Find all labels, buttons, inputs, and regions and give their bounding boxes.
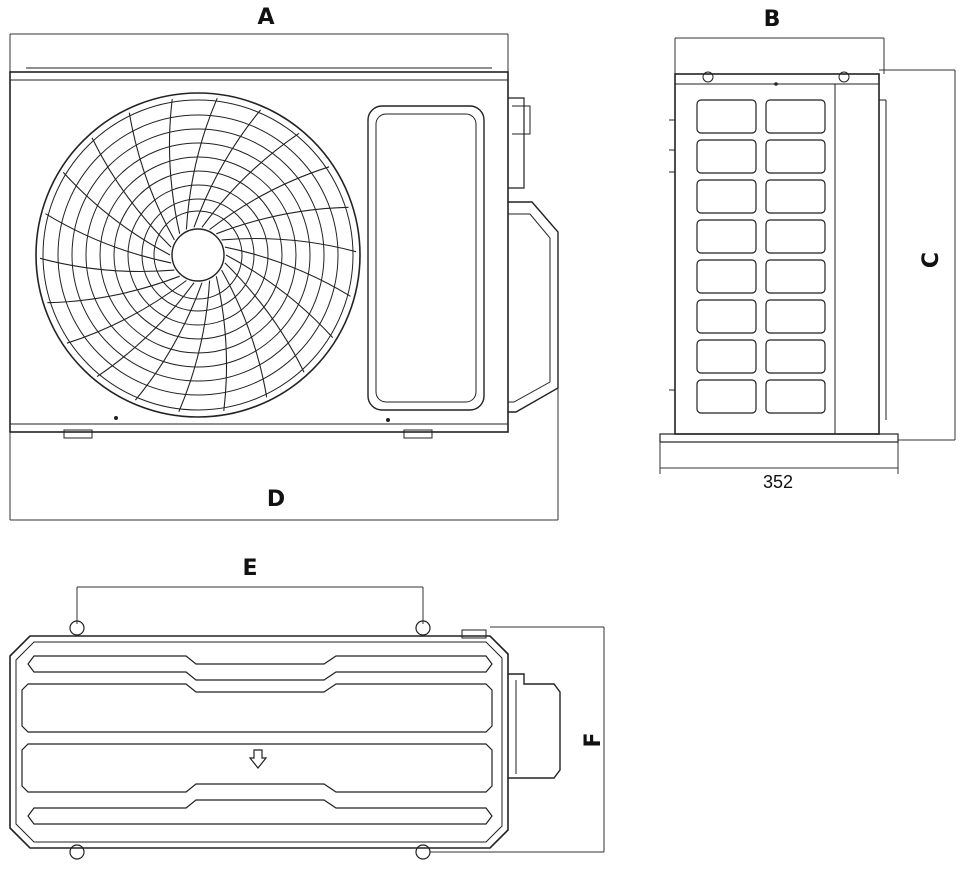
valve-bracket (508, 97, 525, 189)
dimension-value-depth: 352 (763, 472, 793, 492)
top-lug-rear-left (69, 620, 85, 636)
front-view: A (9, 5, 559, 521)
side-grille-cell (765, 299, 826, 334)
dimension-label-b: B (764, 7, 781, 32)
side-grille-cell (696, 379, 757, 414)
side-grille-cell (765, 219, 826, 254)
side-grille-cell (696, 179, 757, 214)
fan-spoke (134, 282, 203, 401)
side-view: B C 352 (659, 7, 956, 492)
side-grille-cell (765, 379, 826, 414)
top-cabinet (9, 635, 509, 849)
side-grille-cell (696, 99, 757, 134)
fan-spoke (225, 254, 334, 338)
side-grille-cell (765, 259, 826, 294)
side-grille (696, 99, 826, 414)
top-rear-bracket (461, 629, 487, 639)
dimension-label-f: F (581, 732, 606, 747)
fan-spoke (66, 280, 187, 344)
side-handle (508, 201, 559, 413)
dimension-label-e: E (242, 556, 257, 581)
top-slot-3 (21, 743, 493, 793)
dimension-label-c: C (919, 252, 944, 268)
top-slot-4 (27, 799, 493, 825)
front-access-panel (367, 105, 485, 411)
front-access-panel-inner (375, 113, 477, 403)
side-grille-cell (696, 139, 757, 174)
top-side-handle (508, 673, 561, 779)
side-grille-cell (696, 259, 757, 294)
top-slot-2 (21, 683, 493, 733)
fan-hub (171, 228, 225, 282)
fan-spoke (193, 109, 262, 228)
side-lug-right (838, 71, 850, 83)
top-slot-1 (27, 655, 493, 681)
top-lug-front-right (415, 844, 431, 860)
fan-spoke (62, 172, 171, 256)
drain-arrow-icon (248, 749, 268, 769)
fan-spoke (224, 262, 305, 373)
fan-spokes (39, 97, 357, 413)
side-top-screw (774, 82, 778, 86)
side-grille-cell (696, 339, 757, 374)
fan-spoke (178, 280, 211, 413)
fan-spoke (39, 257, 175, 273)
side-grille-cell (696, 219, 757, 254)
top-cabinet-inner (15, 641, 503, 843)
side-grille-cell (765, 339, 826, 374)
fan-spoke (45, 213, 172, 264)
fan-spoke (168, 99, 181, 234)
side-grille-cell (765, 179, 826, 214)
side-handle-inner (508, 213, 551, 403)
valve-bracket-inner (512, 105, 531, 135)
side-lug-left (702, 71, 714, 83)
fan-spoke (224, 246, 351, 297)
top-view: E F (9, 556, 606, 860)
fan-spoke (91, 137, 172, 248)
fan-spoke (215, 276, 228, 411)
fan-spoke (221, 269, 268, 398)
fan-spoke (209, 166, 330, 230)
side-grille-cell (765, 99, 826, 134)
dimension-label-d: D (267, 487, 285, 512)
top-lug-front-left (69, 844, 85, 860)
fan-spoke (185, 97, 218, 230)
fan-spoke (128, 112, 175, 241)
fan-spoke (221, 237, 357, 253)
side-grille-cell (696, 299, 757, 334)
fan-spoke (216, 206, 349, 235)
fan-spoke (201, 132, 300, 228)
front-screw-left (114, 416, 118, 420)
fan-spoke (47, 275, 180, 304)
front-foot-right (403, 429, 433, 439)
fan-spoke (96, 282, 195, 378)
front-foot-left (63, 429, 93, 439)
dimension-label-a: A (257, 5, 274, 30)
fan-guard (35, 92, 361, 418)
side-grille-cell (765, 139, 826, 174)
side-base-plate (659, 433, 899, 443)
front-cabinet (9, 71, 509, 433)
front-screw-right (386, 418, 390, 422)
top-lug-rear-right (415, 620, 431, 636)
